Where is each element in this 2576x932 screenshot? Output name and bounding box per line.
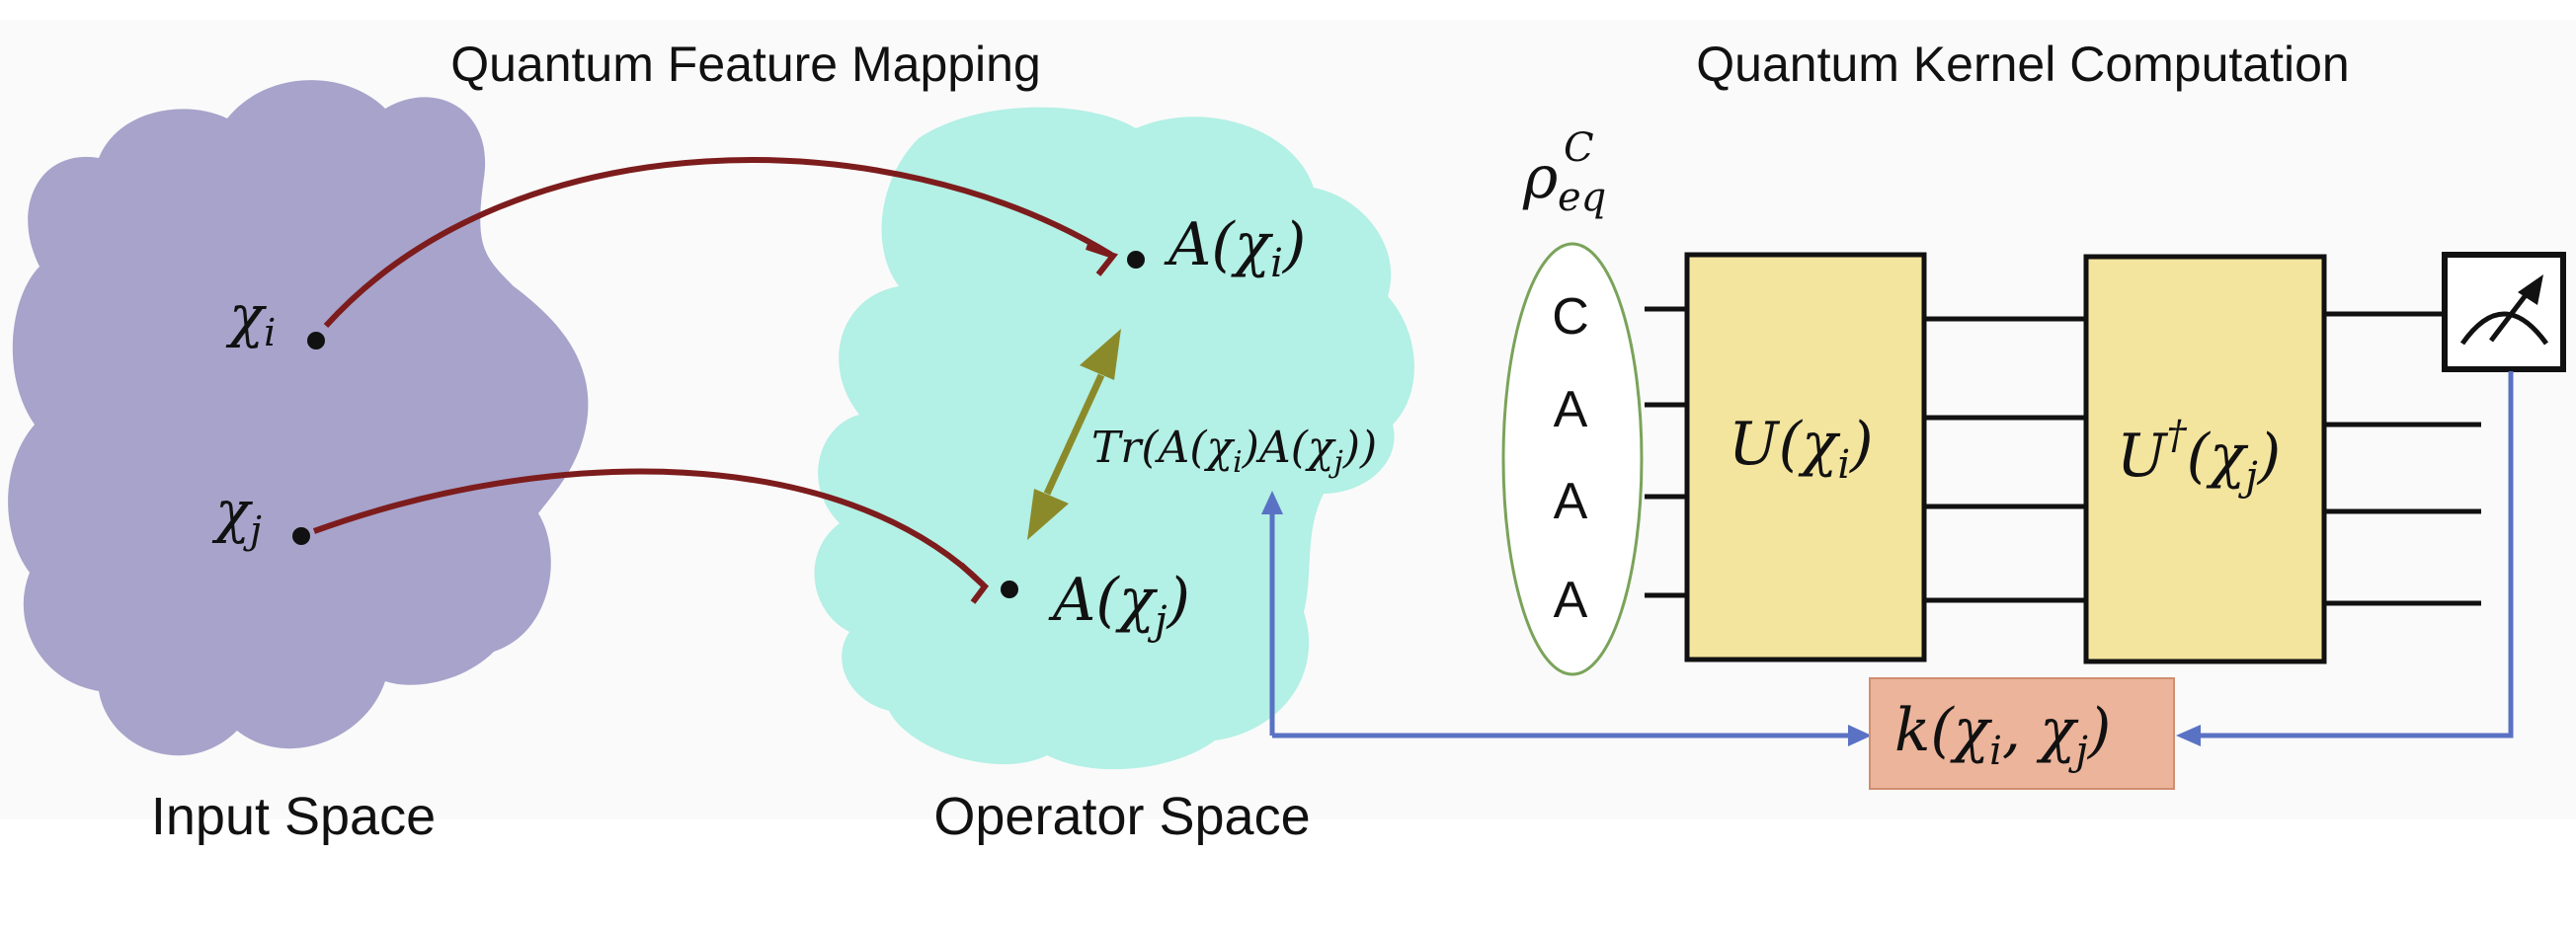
- label-rho-sup: C: [1564, 125, 1594, 171]
- title-kernel-computation: Quantum Kernel Computation: [1696, 37, 2349, 92]
- blue-left-arrowhead: [1848, 725, 1872, 746]
- qubit-label-1: A: [1554, 381, 1588, 438]
- label-operator-space: Operator Space: [933, 787, 1310, 846]
- trace-arrowhead-bottom: [1027, 489, 1069, 540]
- operator-space-blob: [814, 107, 1414, 770]
- mapping-arrow-i: [323, 157, 1113, 329]
- label-xj: χj: [211, 478, 262, 552]
- kernel-box: [1869, 677, 2175, 790]
- label-xi: χi: [225, 282, 276, 354]
- label-rho: ρ: [1522, 143, 1558, 212]
- blue-right-arrowhead: [2176, 725, 2201, 746]
- label-input-space: Input Space: [151, 787, 436, 846]
- gate-u: [1684, 252, 1927, 662]
- gate-u-label: U(χi): [1729, 410, 1874, 488]
- point-a-xi: [1127, 251, 1145, 269]
- label-a-xi: A(χi): [1164, 210, 1306, 286]
- mapping-arrowhead-i: [1086, 244, 1119, 276]
- title-feature-mapping: Quantum Feature Mapping: [450, 37, 1041, 92]
- qubit-label-3: A: [1554, 572, 1588, 629]
- input-space-blob: [8, 80, 589, 756]
- blue-up-arrowhead: [1261, 491, 1283, 514]
- trace-double-arrow: [1043, 373, 1105, 496]
- point-a-xj: [1001, 581, 1018, 598]
- mapping-arrow-j: [312, 468, 986, 587]
- blue-right-line: [2193, 371, 2514, 738]
- qubit-label-2: A: [1554, 473, 1588, 530]
- gate-u-dagger: [2083, 254, 2327, 664]
- gate-u-dagger-label: U†(χj): [2117, 413, 2281, 500]
- qubit-label-0: C: [1552, 288, 1589, 346]
- label-rho-sub: eq: [1558, 175, 1606, 220]
- mapping-arrowhead-j: [958, 562, 990, 604]
- meter-icon: [2442, 252, 2566, 372]
- qubit-register-ellipse: [1501, 242, 1644, 676]
- kernel-label: k(χi, χj): [1894, 696, 2111, 774]
- point-xi: [307, 332, 325, 350]
- label-trace: Tr(A(χi)A(χj)): [1091, 423, 1377, 480]
- trace-arrowhead-top: [1080, 329, 1121, 380]
- label-a-xj: A(χj): [1048, 566, 1190, 644]
- point-xj: [292, 527, 310, 545]
